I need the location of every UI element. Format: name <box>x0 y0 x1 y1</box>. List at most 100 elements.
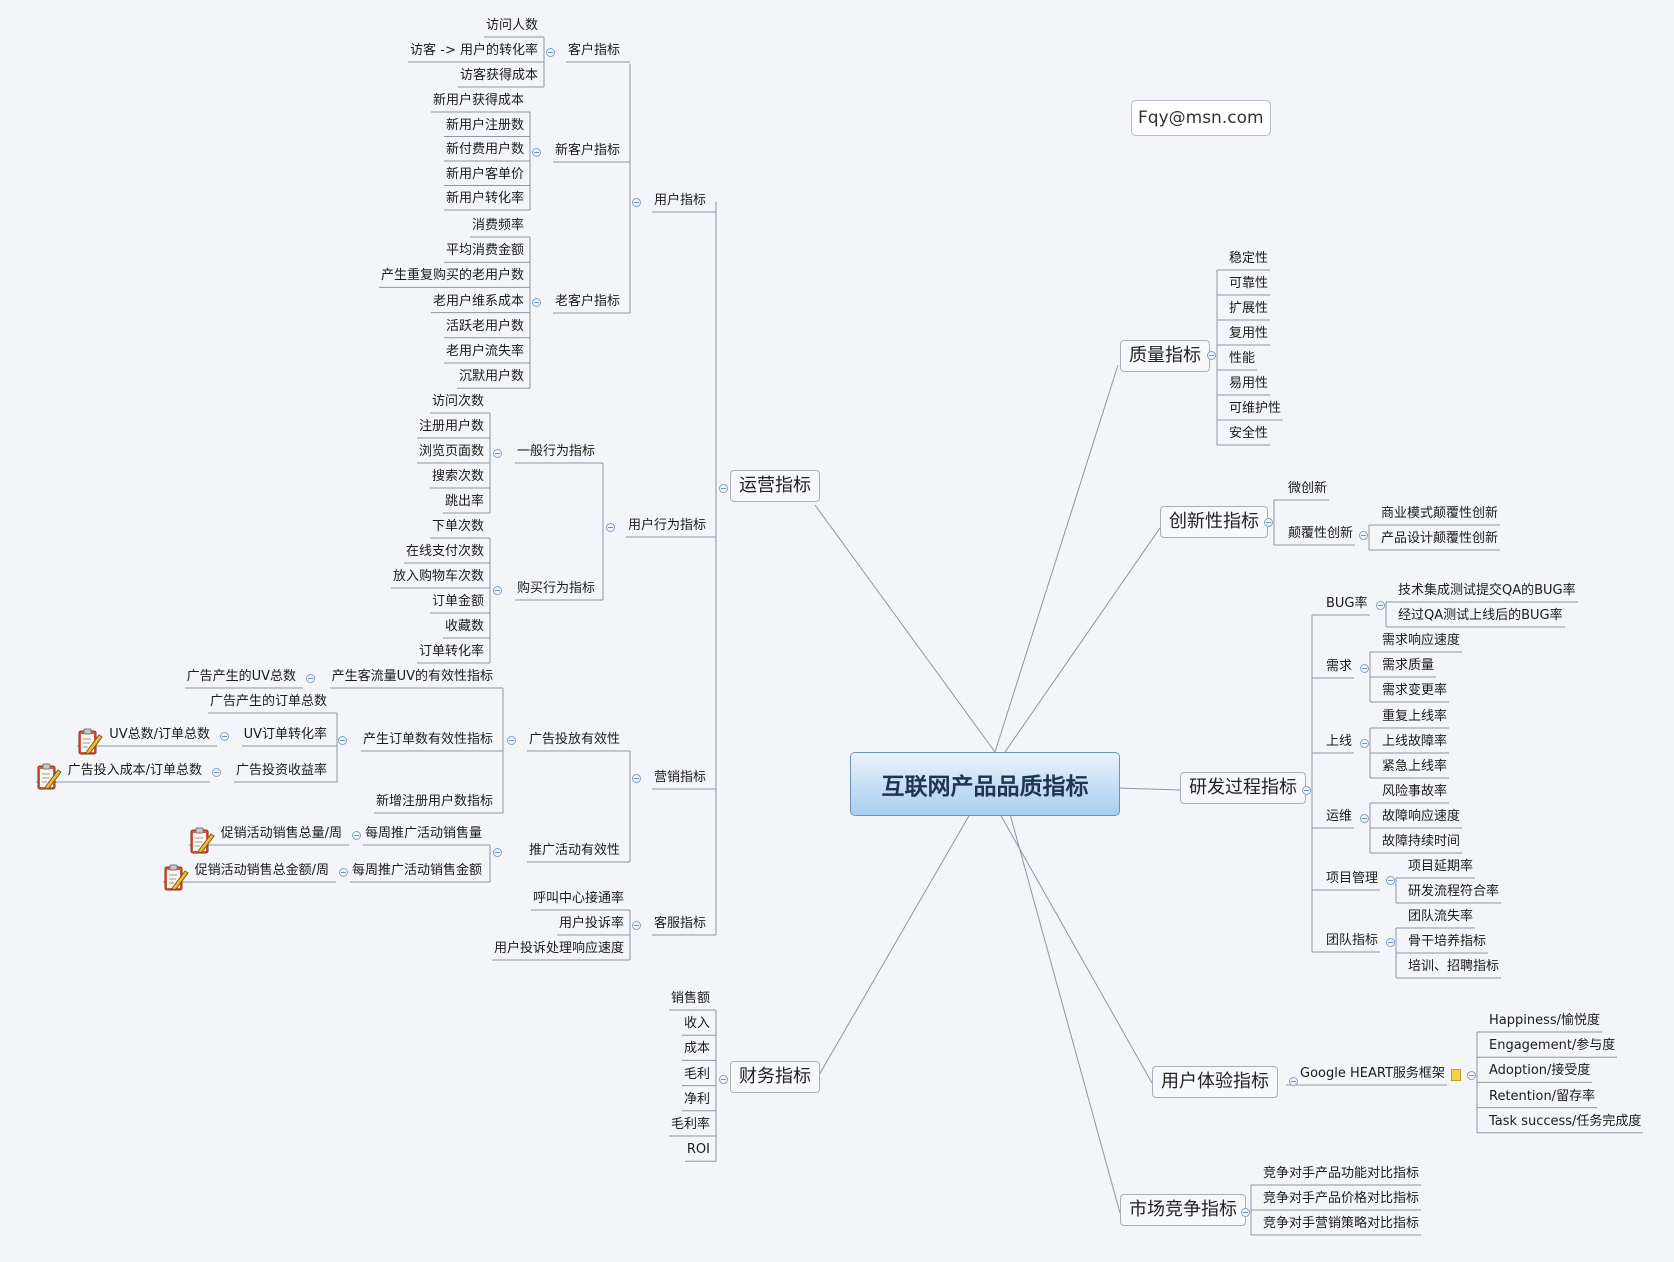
topic-branches-ux-heart-label[interactable]: Google HEART服务框架 <box>1300 1066 1445 1081</box>
collapse-toggle-icon[interactable] <box>493 449 502 458</box>
list-item[interactable]: Adoption/接受度 <box>1489 1063 1591 1079</box>
list-item[interactable]: 老用户流失率 <box>445 344 524 359</box>
topic-branches-operations-user-old_customer-label[interactable]: 老客户指标 <box>554 294 620 309</box>
list-item[interactable]: 需求质量 <box>1382 658 1435 673</box>
list-item[interactable]: 放入购物车次数 <box>392 569 484 584</box>
topic-branches-rd-team-label[interactable]: 团队指标 <box>1326 933 1379 948</box>
collapse-toggle-icon[interactable] <box>532 298 541 307</box>
list-item[interactable]: 产生重复购买的老用户数 <box>380 268 524 284</box>
topic-branches-operations-marketing-promo-weekly_qty-label[interactable]: 每周推广活动销售量 <box>364 826 482 841</box>
list-item[interactable]: 需求响应速度 <box>1382 633 1461 648</box>
list-item[interactable]: 竞争对手营销策略对比指标 <box>1263 1216 1420 1231</box>
list-item[interactable]: 团队流失率 <box>1408 909 1474 924</box>
collapse-toggle-icon[interactable] <box>632 198 641 207</box>
list-item[interactable]: 新付费用户数 <box>445 142 524 157</box>
collapse-toggle-icon[interactable] <box>338 736 347 745</box>
list-item[interactable]: 跳出率 <box>444 494 484 509</box>
list-item[interactable]: 收入 <box>683 1016 710 1032</box>
list-item[interactable]: 搜索次数 <box>431 469 484 484</box>
collapse-toggle-icon[interactable] <box>1207 351 1216 360</box>
topic-branches-operations-marketing-ad-order-roi-label[interactable]: 广告投资收益率 <box>235 763 327 778</box>
list-item[interactable]: 项目延期率 <box>1408 859 1474 874</box>
main-topic-innovation[interactable]: 创新性指标 <box>1160 506 1268 538</box>
list-item[interactable]: 促销活动销售总金额/周 <box>194 863 329 878</box>
list-item[interactable]: 新用户获得成本 <box>432 93 524 108</box>
topic-branches-operations-marketing-promo-weekly_amt-label[interactable]: 每周推广活动销售金额 <box>351 863 482 878</box>
topic-branches-operations-marketing-ad-label[interactable]: 广告投放有效性 <box>528 732 620 747</box>
collapse-toggle-icon[interactable] <box>493 586 502 595</box>
collapse-toggle-icon[interactable] <box>493 848 502 857</box>
list-item[interactable]: 需求变更率 <box>1382 683 1448 698</box>
list-item[interactable]: 平均消费金额 <box>445 243 524 259</box>
collapse-toggle-icon[interactable] <box>1386 876 1395 885</box>
list-item[interactable]: 浏览页面数 <box>418 444 484 459</box>
list-item[interactable]: 商业模式颠覆性创新 <box>1381 506 1499 521</box>
list-item[interactable]: 经过QA测试上线后的BUG率 <box>1398 608 1563 623</box>
topic-branches-operations-behavior-purchase-label[interactable]: 购买行为指标 <box>516 581 595 596</box>
list-item[interactable]: 扩展性 <box>1229 301 1269 316</box>
list-item[interactable]: 消费频率 <box>471 218 524 233</box>
list-item[interactable]: 沉默用户数 <box>458 369 524 385</box>
list-item[interactable]: 故障响应速度 <box>1382 809 1461 824</box>
collapse-toggle-icon[interactable] <box>1302 786 1311 795</box>
topic-branches-rd-pm-label[interactable]: 项目管理 <box>1326 871 1379 886</box>
list-item[interactable]: 骨干培养指标 <box>1408 934 1487 949</box>
collapse-toggle-icon[interactable] <box>1241 1208 1250 1217</box>
list-item[interactable]: 产品设计颠覆性创新 <box>1381 531 1499 546</box>
list-item[interactable]: 竞争对手产品功能对比指标 <box>1263 1166 1420 1181</box>
topic-branches-operations-behavior-general-label[interactable]: 一般行为指标 <box>516 444 595 459</box>
collapse-toggle-icon[interactable] <box>546 48 555 57</box>
list-item[interactable]: 新用户转化率 <box>445 191 524 206</box>
list-item[interactable]: ROI <box>686 1142 710 1158</box>
list-item[interactable]: 微创新 <box>1288 481 1328 496</box>
collapse-toggle-icon[interactable] <box>220 732 229 741</box>
list-item[interactable]: 下单次数 <box>431 519 484 534</box>
topic-branches-operations-user-customer-label[interactable]: 客户指标 <box>567 43 620 58</box>
list-item[interactable]: 订单转化率 <box>418 644 484 659</box>
list-item[interactable]: 订单金额 <box>431 594 484 609</box>
list-item[interactable]: 毛利 <box>683 1066 710 1082</box>
root-topic[interactable]: 互联网产品品质指标 <box>850 752 1120 816</box>
topic-branches-rd-release-label[interactable]: 上线 <box>1326 734 1353 749</box>
collapse-toggle-icon[interactable] <box>1467 1071 1476 1080</box>
list-item[interactable]: 易用性 <box>1229 376 1269 391</box>
list-item[interactable]: Retention/留存率 <box>1489 1088 1596 1104</box>
collapse-toggle-icon[interactable] <box>212 768 221 777</box>
list-item[interactable]: 风险事故率 <box>1382 784 1448 799</box>
collapse-toggle-icon[interactable] <box>306 674 315 683</box>
list-item[interactable]: 注册用户数 <box>418 419 484 434</box>
list-item[interactable]: 活跃老用户数 <box>445 318 524 334</box>
main-topic-operations[interactable]: 运营指标 <box>730 470 820 502</box>
list-item[interactable]: 复用性 <box>1229 326 1269 341</box>
list-item[interactable]: Happiness/愉悦度 <box>1489 1013 1601 1028</box>
topic-branches-rd-bug-label[interactable]: BUG率 <box>1326 596 1368 611</box>
collapse-toggle-icon[interactable] <box>352 831 361 840</box>
list-item[interactable]: Engagement/参与度 <box>1489 1038 1616 1054</box>
collapse-toggle-icon[interactable] <box>632 774 641 783</box>
main-topic-ux[interactable]: 用户体验指标 <box>1152 1066 1278 1098</box>
list-item[interactable]: 访问次数 <box>431 394 484 409</box>
list-item[interactable]: 毛利率 <box>670 1117 710 1132</box>
list-item[interactable]: 重复上线率 <box>1382 709 1448 724</box>
main-topic-rd[interactable]: 研发过程指标 <box>1180 772 1306 804</box>
list-item[interactable]: 紧急上线率 <box>1382 759 1448 774</box>
list-item[interactable]: 收藏数 <box>444 619 484 634</box>
list-item[interactable]: 研发流程符合率 <box>1408 884 1500 899</box>
collapse-toggle-icon[interactable] <box>1386 938 1395 947</box>
topic-branches-operations-marketing-ad-order-uv_conv-label[interactable]: UV订单转化率 <box>243 727 327 742</box>
collapse-toggle-icon[interactable] <box>606 523 615 532</box>
collapse-toggle-icon[interactable] <box>719 1075 728 1084</box>
note-icon[interactable] <box>1451 1069 1461 1081</box>
list-item[interactable]: 促销活动销售总量/周 <box>220 826 342 841</box>
list-item[interactable]: 访客获得成本 <box>459 68 538 83</box>
list-item[interactable]: 稳定性 <box>1229 251 1269 266</box>
collapse-toggle-icon[interactable] <box>1376 601 1385 610</box>
main-topic-market[interactable]: 市场竞争指标 <box>1120 1194 1246 1226</box>
list-item[interactable]: 可靠性 <box>1229 276 1269 291</box>
topic-branches-operations-marketing-label[interactable]: 营销指标 <box>653 770 706 785</box>
list-item[interactable]: 可维护性 <box>1229 401 1282 416</box>
collapse-toggle-icon[interactable] <box>719 484 728 493</box>
list-item[interactable]: 上线故障率 <box>1382 734 1448 749</box>
list-item[interactable]: 在线支付次数 <box>405 544 484 559</box>
list-item[interactable]: 访问人数 <box>485 18 538 33</box>
